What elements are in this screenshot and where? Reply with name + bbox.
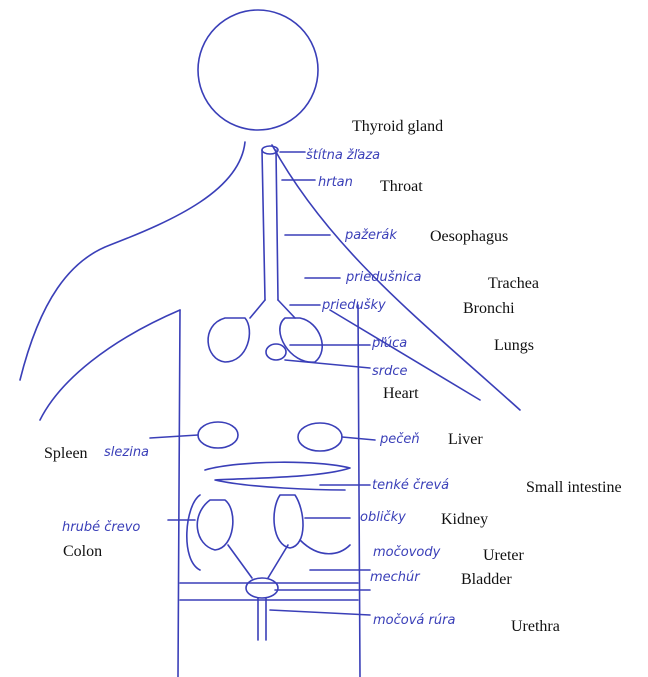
handwritten-bladder: mechúr — [370, 570, 420, 585]
handwritten-trachea: priedušnica — [346, 270, 421, 285]
heart-shape — [266, 344, 286, 360]
handwritten-lungs: pľúca — [372, 336, 407, 351]
small-intestine-shape — [205, 462, 350, 490]
torso-left-side — [178, 310, 180, 677]
label-bronchi: Bronchi — [463, 300, 515, 318]
label-kidney: Kidney — [441, 511, 488, 529]
handwritten-kidney: obličky — [360, 510, 406, 525]
label-urethra: Urethra — [511, 618, 560, 636]
head-outline — [198, 10, 318, 130]
spleen-shape — [198, 422, 238, 448]
urethra-shape — [258, 598, 266, 640]
label-ureter: Ureter — [483, 547, 524, 565]
label-throat: Throat — [380, 178, 423, 196]
label-lungs: Lungs — [494, 337, 534, 355]
left-arm-inner — [40, 310, 180, 420]
handwritten-spleen: slezina — [104, 445, 149, 460]
handwritten-thyroid: štítna žľaza — [306, 148, 380, 163]
bronchi-shape — [250, 300, 295, 318]
label-trachea: Trachea — [488, 275, 539, 293]
handwritten-ureter: močovody — [373, 545, 440, 560]
handwritten-liver: pečeň — [380, 432, 420, 447]
handwritten-small-intestine: tenké črevá — [372, 478, 449, 493]
leader-lines — [150, 152, 375, 615]
left-kidney — [197, 500, 233, 550]
handwritten-throat: hrtan — [318, 175, 353, 190]
handwritten-urethra: močová rúra — [373, 613, 455, 628]
label-bladder: Bladder — [461, 571, 512, 589]
trachea-tube-right — [276, 150, 278, 300]
liver-shape — [298, 423, 342, 451]
left-lung — [208, 318, 249, 362]
label-colon: Colon — [63, 543, 102, 561]
label-heart: Heart — [383, 385, 419, 403]
handwritten-heart: srdce — [372, 364, 408, 379]
label-liver: Liver — [448, 431, 483, 449]
right-lung — [280, 318, 322, 362]
bladder-shape — [246, 578, 278, 598]
handwritten-colon: hrubé črevo — [62, 520, 140, 535]
label-spleen: Spleen — [44, 445, 88, 463]
handwritten-oesophagus: pažerák — [345, 228, 397, 243]
colon-shape — [187, 495, 350, 570]
left-body-outline — [20, 142, 245, 380]
label-small-intestine: Small intestine — [526, 479, 622, 497]
label-thyroid-gland: Thyroid gland — [352, 118, 443, 136]
label-oesophagus: Oesophagus — [430, 228, 508, 246]
torso-right-side — [358, 305, 360, 677]
ureter-right — [268, 545, 288, 578]
trachea-tube-left — [262, 150, 265, 300]
handwritten-bronchi: priedušky — [322, 298, 386, 313]
right-kidney — [274, 495, 303, 548]
ureter-left — [228, 545, 252, 578]
